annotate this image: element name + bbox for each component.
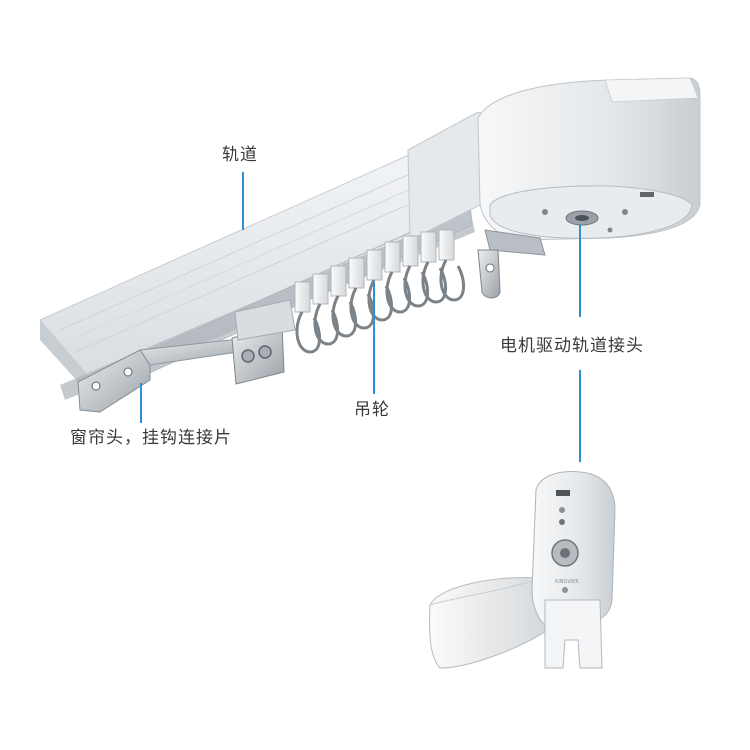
- curtain-head-pointer-line: [140, 383, 142, 423]
- motor-joint-pointer-top: [579, 225, 581, 317]
- pulley-pointer-line: [373, 282, 375, 394]
- pulley-label: 吊轮: [354, 400, 390, 420]
- pulley-set: [294, 229, 465, 354]
- curtain-head-label: 窗帘头，挂钩连接片: [70, 428, 232, 448]
- track-label: 轨道: [222, 145, 258, 165]
- motor-joint-label: 电机驱动轨道接头: [500, 336, 644, 356]
- motor-joint-closeup: KINGVIER: [429, 471, 616, 669]
- motor-housing: [477, 77, 701, 299]
- motor-joint-pointer-bottom: [579, 370, 581, 462]
- curtain-head-bracket: [77, 299, 296, 413]
- svg-text:KINGVIER: KINGVIER: [555, 579, 579, 585]
- pulley-blocks: [294, 229, 455, 313]
- track-pointer-line: [242, 172, 244, 230]
- hook-rings: [295, 259, 465, 354]
